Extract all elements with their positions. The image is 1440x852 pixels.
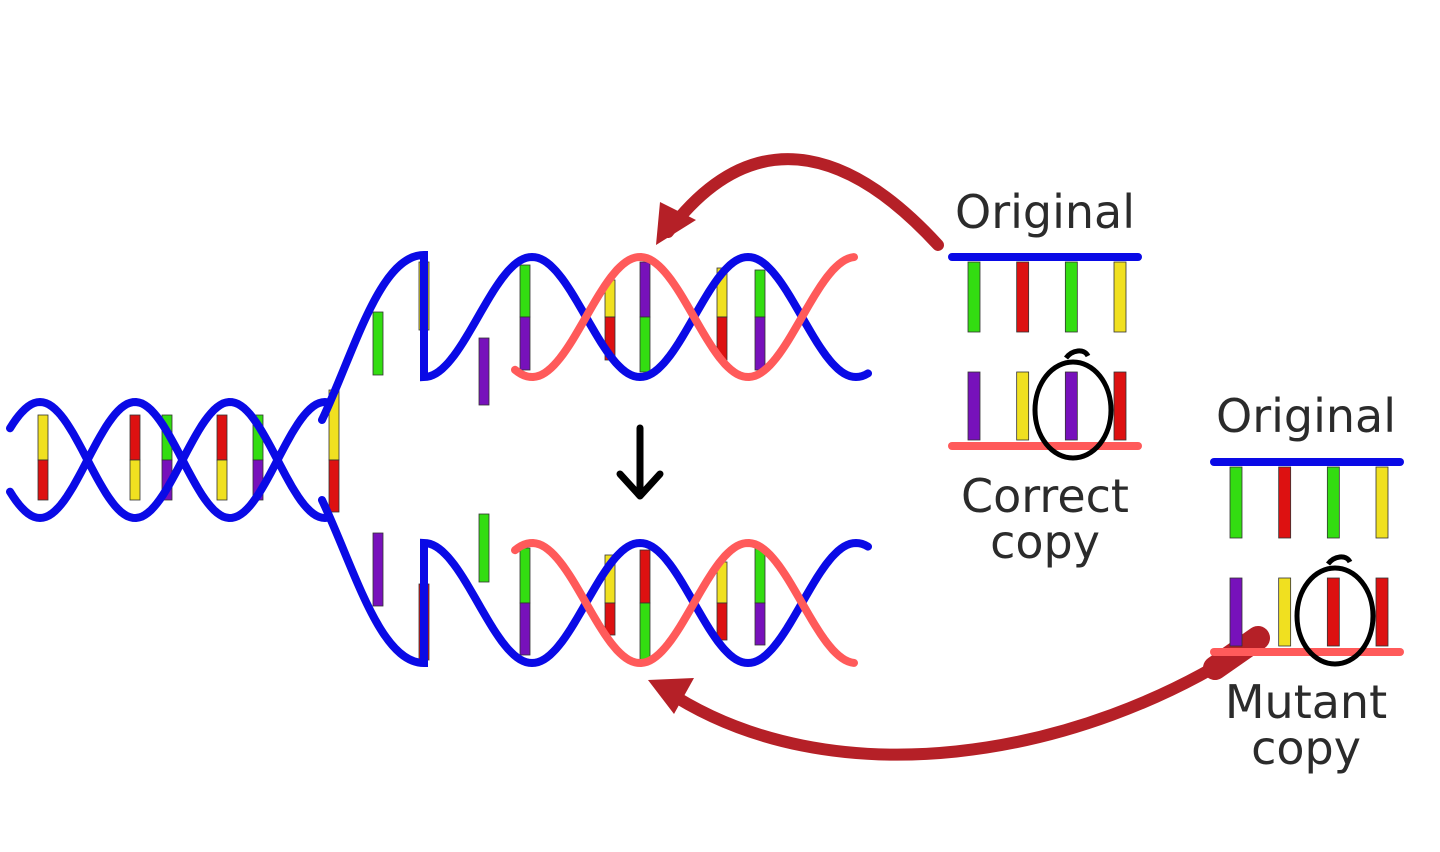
mutant-copy-label-line1: Mutant <box>1225 675 1387 729</box>
lower-base-top <box>754 547 766 604</box>
strand-base <box>1375 577 1389 647</box>
strand-base <box>1326 466 1340 539</box>
fork-base <box>478 513 490 583</box>
strand-base <box>1375 466 1389 539</box>
strand-base <box>1016 261 1030 333</box>
strand-base <box>1278 577 1292 647</box>
parent-base-bottom <box>328 459 340 513</box>
strand-base <box>1016 371 1030 441</box>
lower-original-strand <box>318 496 872 668</box>
fork-base <box>372 532 384 607</box>
lower-base-bottom <box>716 602 728 641</box>
strand-base <box>1229 577 1243 647</box>
strand-base <box>967 371 981 441</box>
strand-base <box>1064 371 1078 441</box>
upper-original-strand <box>318 250 872 424</box>
lower-base-top <box>519 547 531 604</box>
mutant-copy-arrow <box>648 626 1270 761</box>
original-label-top: Original <box>955 185 1135 239</box>
parent-base-top <box>37 414 49 461</box>
strand-base <box>1113 261 1127 333</box>
lower-base-bottom <box>519 602 531 656</box>
strand-base <box>967 261 981 333</box>
down-arrow-icon <box>616 424 664 500</box>
parent-base-bottom <box>216 459 228 501</box>
strand-base <box>1064 261 1078 333</box>
upper-base-bottom <box>754 316 766 371</box>
original-strand-top <box>948 253 1142 333</box>
correct-base-circle-icon <box>1032 348 1114 461</box>
base-pairs <box>37 261 766 661</box>
mutant-copy-label-line2: copy <box>1251 721 1361 775</box>
fork-base <box>372 311 384 376</box>
original-label-right: Original <box>1216 389 1396 443</box>
upper-base-top <box>519 264 531 318</box>
upper-base-top <box>754 269 766 318</box>
lower-copy-strand <box>511 538 858 668</box>
strand-base <box>1113 371 1127 441</box>
lower-base-bottom <box>754 602 766 646</box>
parent-base-bottom <box>37 459 49 501</box>
mutant-base-circle-icon <box>1294 554 1376 667</box>
lower-base-bottom <box>639 602 651 661</box>
strand-base <box>1229 466 1243 539</box>
parent-base-top <box>129 414 141 461</box>
parent-strand-b <box>6 397 332 523</box>
upper-base-top <box>639 261 651 318</box>
strand-base <box>1326 577 1340 647</box>
fork-base <box>478 337 490 406</box>
upper-copy-strand <box>511 252 858 382</box>
correct-copy-label-line2: copy <box>990 515 1100 569</box>
upper-base-bottom <box>639 316 651 373</box>
strand-base <box>1278 466 1292 539</box>
correct-copy-arrow <box>656 153 944 251</box>
correct-copy-label-line1: Correct <box>961 469 1129 523</box>
dna-strands <box>6 250 872 668</box>
upper-base-bottom <box>519 316 531 371</box>
original-strand-right <box>1210 458 1404 539</box>
lower-base-top <box>639 549 651 604</box>
parent-base-bottom <box>129 459 141 501</box>
parent-base-top <box>216 414 228 461</box>
parent-strand-a <box>6 397 332 523</box>
